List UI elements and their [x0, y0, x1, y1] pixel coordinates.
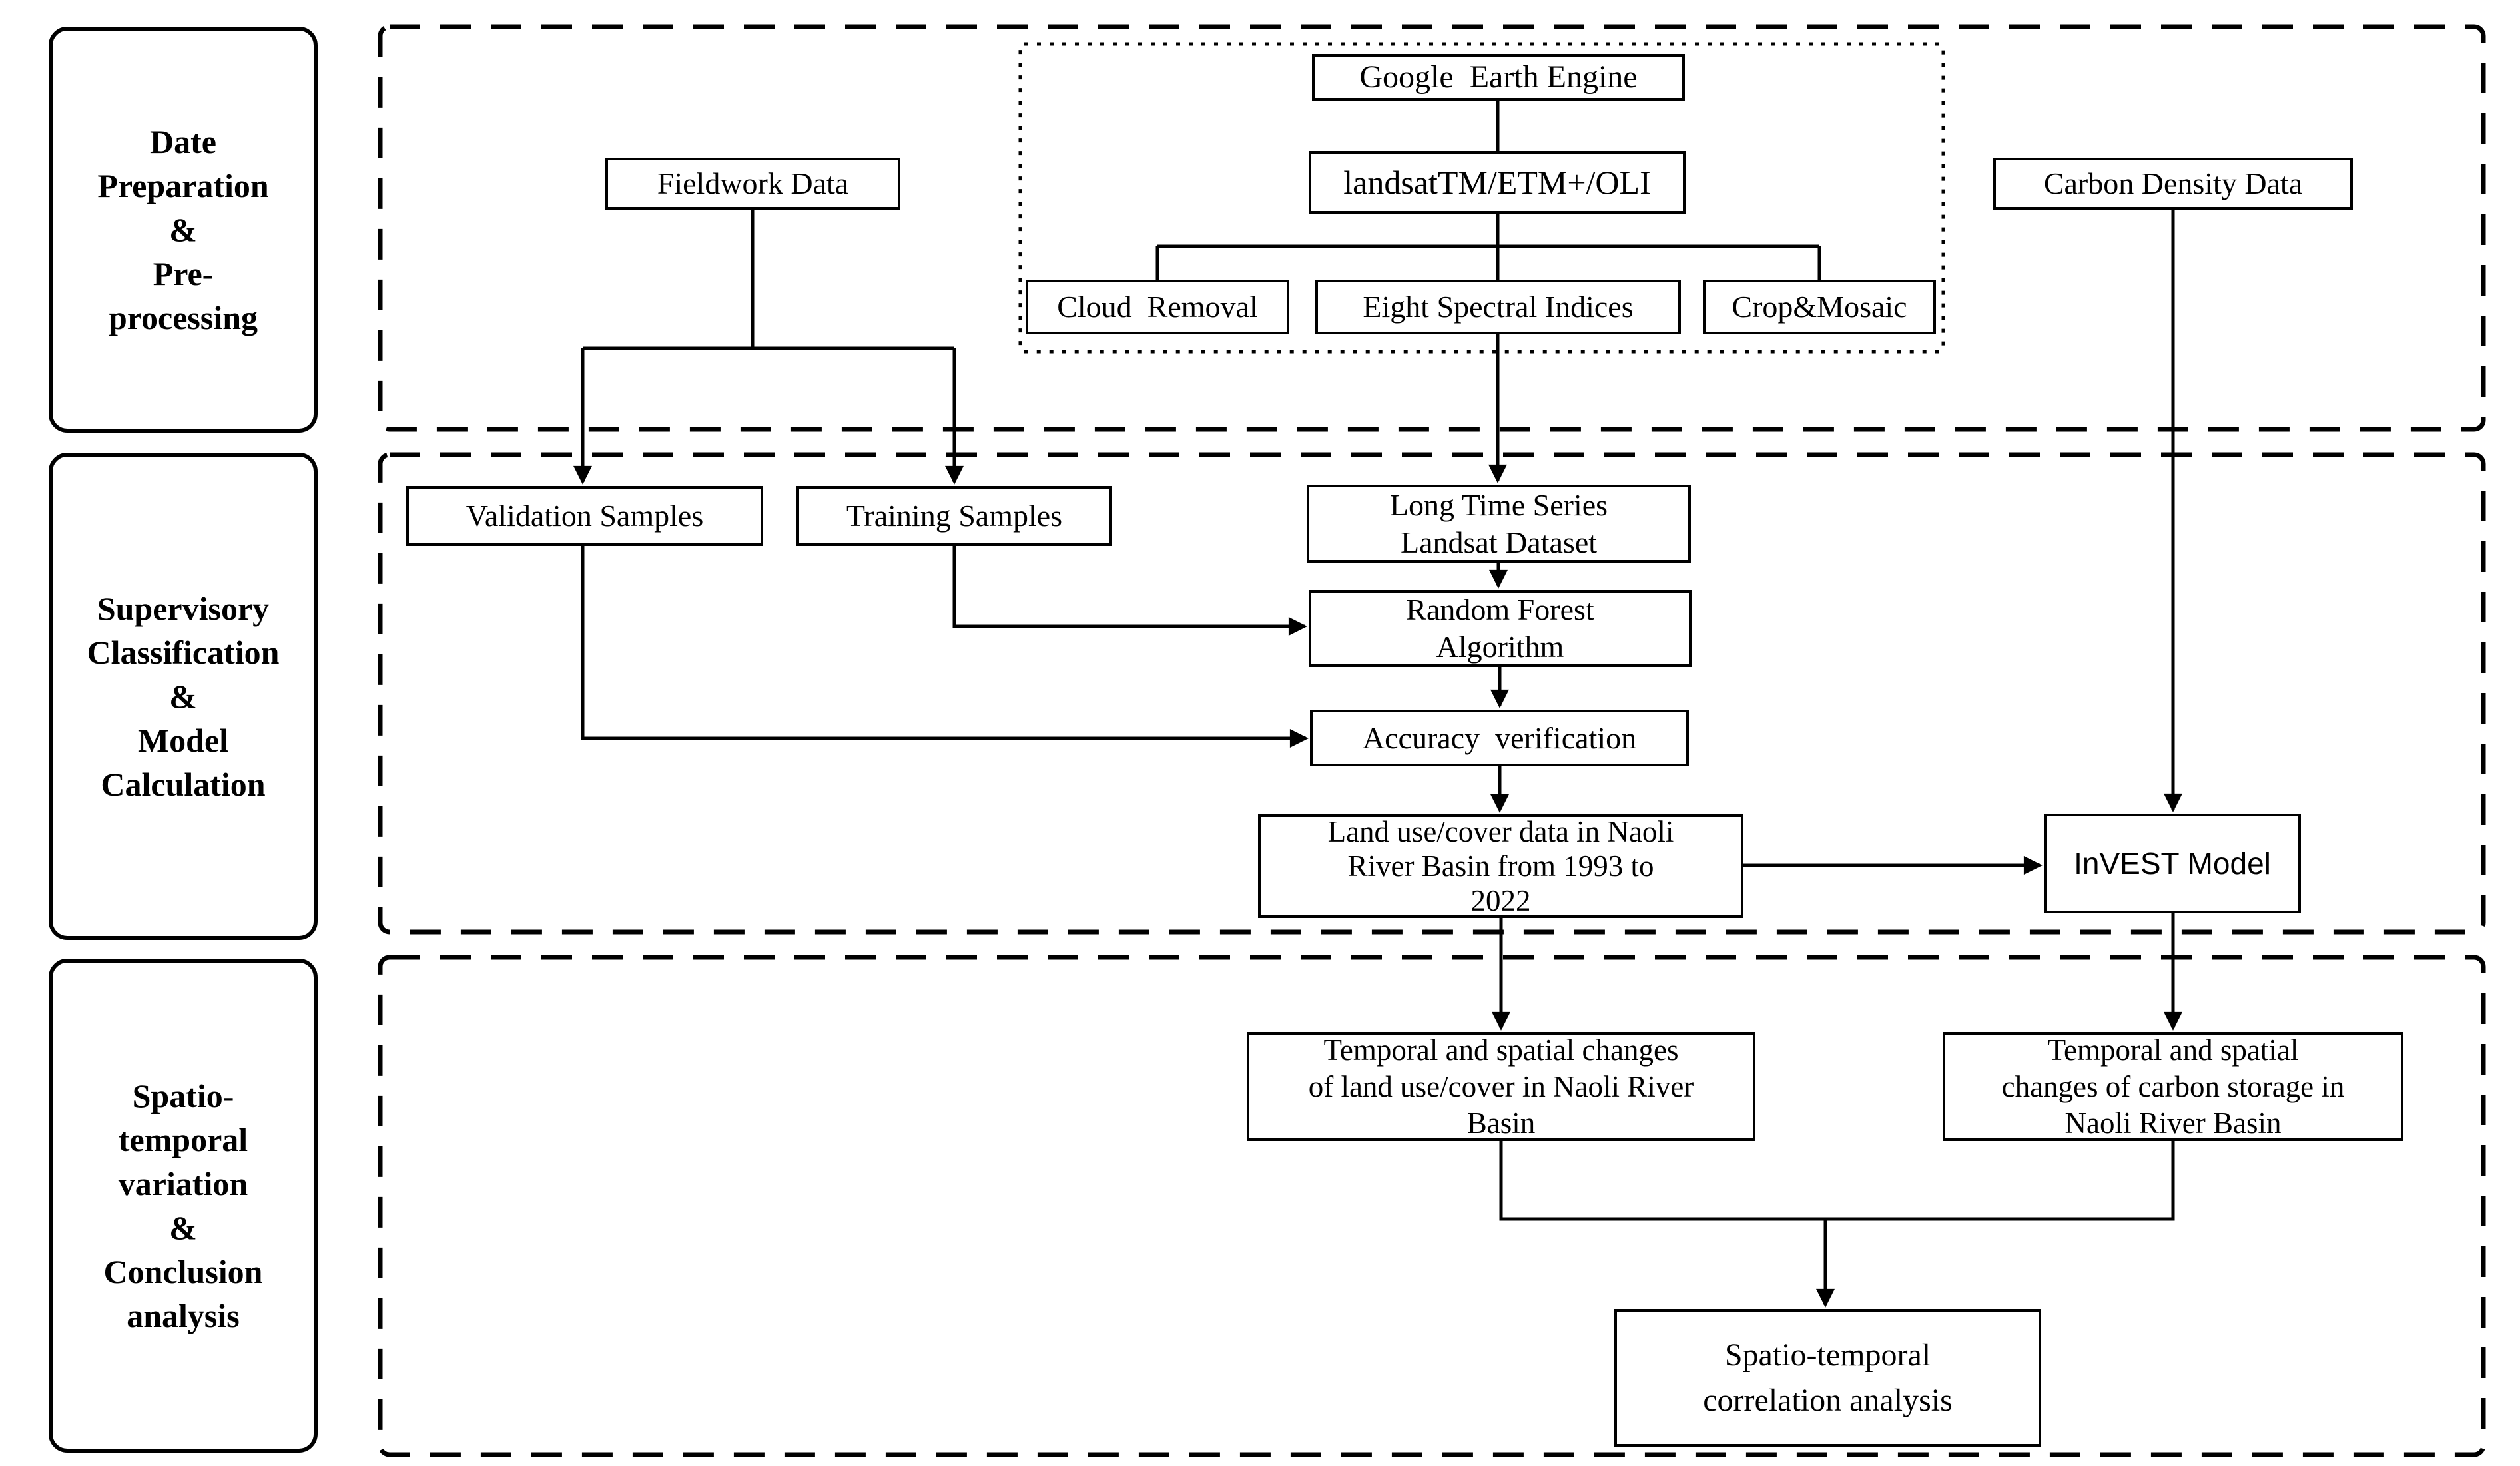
node-fieldwork-data: Fieldwork Data	[605, 158, 900, 210]
node-invest-model: InVEST Model	[2044, 814, 2301, 913]
connector-merge	[1499, 1141, 2175, 1221]
connector-training-to-forest	[952, 546, 1307, 636]
stage-label-classification: Supervisory Classification & Model Calcu…	[49, 453, 318, 940]
node-random-forest: Random Forest Algorithm	[1309, 590, 1692, 667]
node-land-use-data: Land use/cover data in Naoli River Basin…	[1258, 814, 1743, 918]
node-temporal-carbon: Temporal and spatial changes of carbon s…	[1943, 1032, 2403, 1141]
stage-label-preprocessing: Date Preparation & Pre- processing	[49, 27, 318, 433]
node-spectral-indices: Eight Spectral Indices	[1315, 280, 1681, 334]
gee-group-dotted-border	[1018, 42, 1945, 354]
node-validation-samples: Validation Samples	[406, 486, 763, 546]
node-accuracy-verification: Accuracy verification	[1310, 710, 1689, 766]
node-crop-mosaic: Crop&Mosaic	[1703, 280, 1936, 334]
node-landsat-sensors: landsatTM/ETM+/OLI	[1309, 151, 1686, 214]
node-google-earth-engine: Google Earth Engine	[1312, 54, 1685, 101]
node-landsat-dataset: Long Time Series Landsat Dataset	[1307, 485, 1691, 563]
stage-label-analysis: Spatio- temporal variation & Conclusion …	[49, 959, 318, 1453]
node-training-samples: Training Samples	[796, 486, 1112, 546]
node-cloud-removal: Cloud Removal	[1026, 280, 1289, 334]
node-temporal-land-use: Temporal and spatial changes of land use…	[1247, 1032, 1755, 1141]
region-preprocessing-border	[378, 24, 2486, 432]
region-classification-border	[378, 452, 2486, 935]
node-carbon-density-data: Carbon Density Data	[1993, 158, 2353, 210]
node-spatio-correlation: Spatio-temporal correlation analysis	[1614, 1309, 2041, 1447]
region-analysis-border	[378, 955, 2486, 1457]
connector-validation-to-accuracy	[581, 546, 1309, 748]
